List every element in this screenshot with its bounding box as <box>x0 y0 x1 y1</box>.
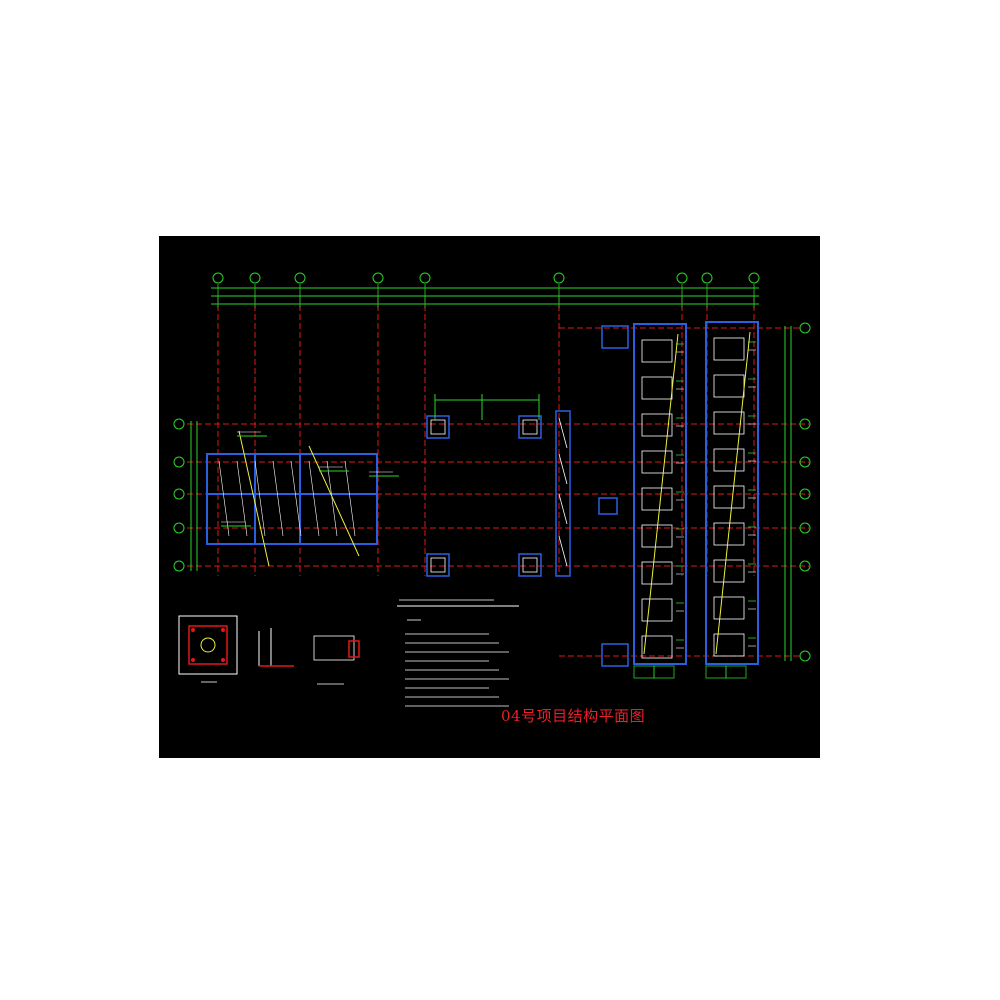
drawing-title: 04号项目结构平面图 <box>501 707 646 725</box>
stair-cell <box>713 485 745 509</box>
rebar-line <box>254 460 266 537</box>
axis-bubble <box>676 272 688 284</box>
column-core <box>430 557 446 573</box>
plate-detail-outline <box>178 615 238 675</box>
column-core <box>522 419 538 435</box>
stair-cell <box>641 524 673 548</box>
rebar-line <box>290 460 302 537</box>
leader-line <box>715 331 751 655</box>
rebar-line <box>236 460 248 537</box>
axis-bubble <box>249 272 261 284</box>
leader-line <box>643 333 679 655</box>
axis-bubble <box>419 272 431 284</box>
frame-outline <box>206 453 378 545</box>
axis-bubble <box>799 488 811 500</box>
axis-bubble <box>748 272 760 284</box>
base-dim-box <box>725 665 747 679</box>
tower-outline <box>705 321 759 665</box>
column-section <box>518 415 542 439</box>
bolt-hole <box>221 658 225 662</box>
axis-bubble <box>799 418 811 430</box>
column-section <box>601 643 629 667</box>
section-steel <box>348 640 360 658</box>
stair-cell <box>641 413 673 437</box>
column-section <box>601 325 629 349</box>
axis-bubble <box>799 560 811 572</box>
axis-bubble <box>173 560 185 572</box>
anchor-bolt-circle <box>200 637 216 653</box>
wall-strip <box>555 410 571 577</box>
axis-bubble <box>173 456 185 468</box>
rebar-line <box>558 535 568 567</box>
stair-cell <box>713 559 745 583</box>
column-core <box>522 557 538 573</box>
rebar-line <box>558 417 568 449</box>
rebar-line <box>326 460 338 537</box>
base-dim-box <box>633 665 655 679</box>
bolt-hole <box>191 628 195 632</box>
stair-cell <box>641 598 673 622</box>
axis-bubble <box>173 522 185 534</box>
leader-line <box>238 430 270 567</box>
dimension-lines <box>190 284 792 661</box>
bolt-hole <box>191 658 195 662</box>
column-section <box>518 553 542 577</box>
axis-bubble-markers <box>173 272 811 662</box>
stair-cell <box>641 561 673 585</box>
stair-cell <box>713 411 745 435</box>
axis-bubble <box>799 522 811 534</box>
stair-cell <box>641 450 673 474</box>
rebar-line <box>558 453 568 485</box>
tower-outline <box>633 323 687 665</box>
stair-cell <box>713 448 745 472</box>
leader-line <box>308 445 360 557</box>
stair-cell <box>713 633 745 657</box>
axis-grid-lines <box>187 296 809 657</box>
column-section <box>426 553 450 577</box>
left-frame-plan <box>206 430 399 567</box>
stair-cell <box>713 337 745 361</box>
rebar-line <box>218 460 230 537</box>
stair-cell <box>641 376 673 400</box>
axis-bubble <box>294 272 306 284</box>
stair-cell <box>713 522 745 546</box>
cad-drawing-canvas <box>173 272 811 707</box>
axis-bubble <box>799 650 811 662</box>
rebar-line <box>344 460 356 537</box>
section-details <box>178 615 360 685</box>
stair-cell <box>713 374 745 398</box>
stair-cell <box>713 596 745 620</box>
axis-bubble <box>372 272 384 284</box>
section-detail-box <box>313 635 355 661</box>
stair-cell <box>641 635 673 659</box>
design-notes-block <box>397 599 519 707</box>
bolt-hole <box>221 628 225 632</box>
axis-bubble <box>212 272 224 284</box>
base-dim-box <box>705 665 727 679</box>
column-core <box>430 419 446 435</box>
axis-bubble <box>701 272 713 284</box>
axis-bubble <box>799 456 811 468</box>
axis-bubble <box>553 272 565 284</box>
stair-cell <box>641 339 673 363</box>
rebar-line <box>272 460 284 537</box>
base-dim-box <box>653 665 675 679</box>
column-section <box>598 497 618 515</box>
stair-cell <box>641 487 673 511</box>
rebar-line <box>308 460 320 537</box>
axis-bubble <box>799 322 811 334</box>
right-stair-towers <box>633 321 759 679</box>
cad-drawing-sheet <box>159 236 820 758</box>
rebar-line <box>558 493 568 525</box>
axis-bubble <box>173 418 185 430</box>
column-section <box>426 415 450 439</box>
axis-bubble <box>173 488 185 500</box>
middle-column-details <box>426 325 629 667</box>
plate-detail-inner <box>188 625 228 665</box>
